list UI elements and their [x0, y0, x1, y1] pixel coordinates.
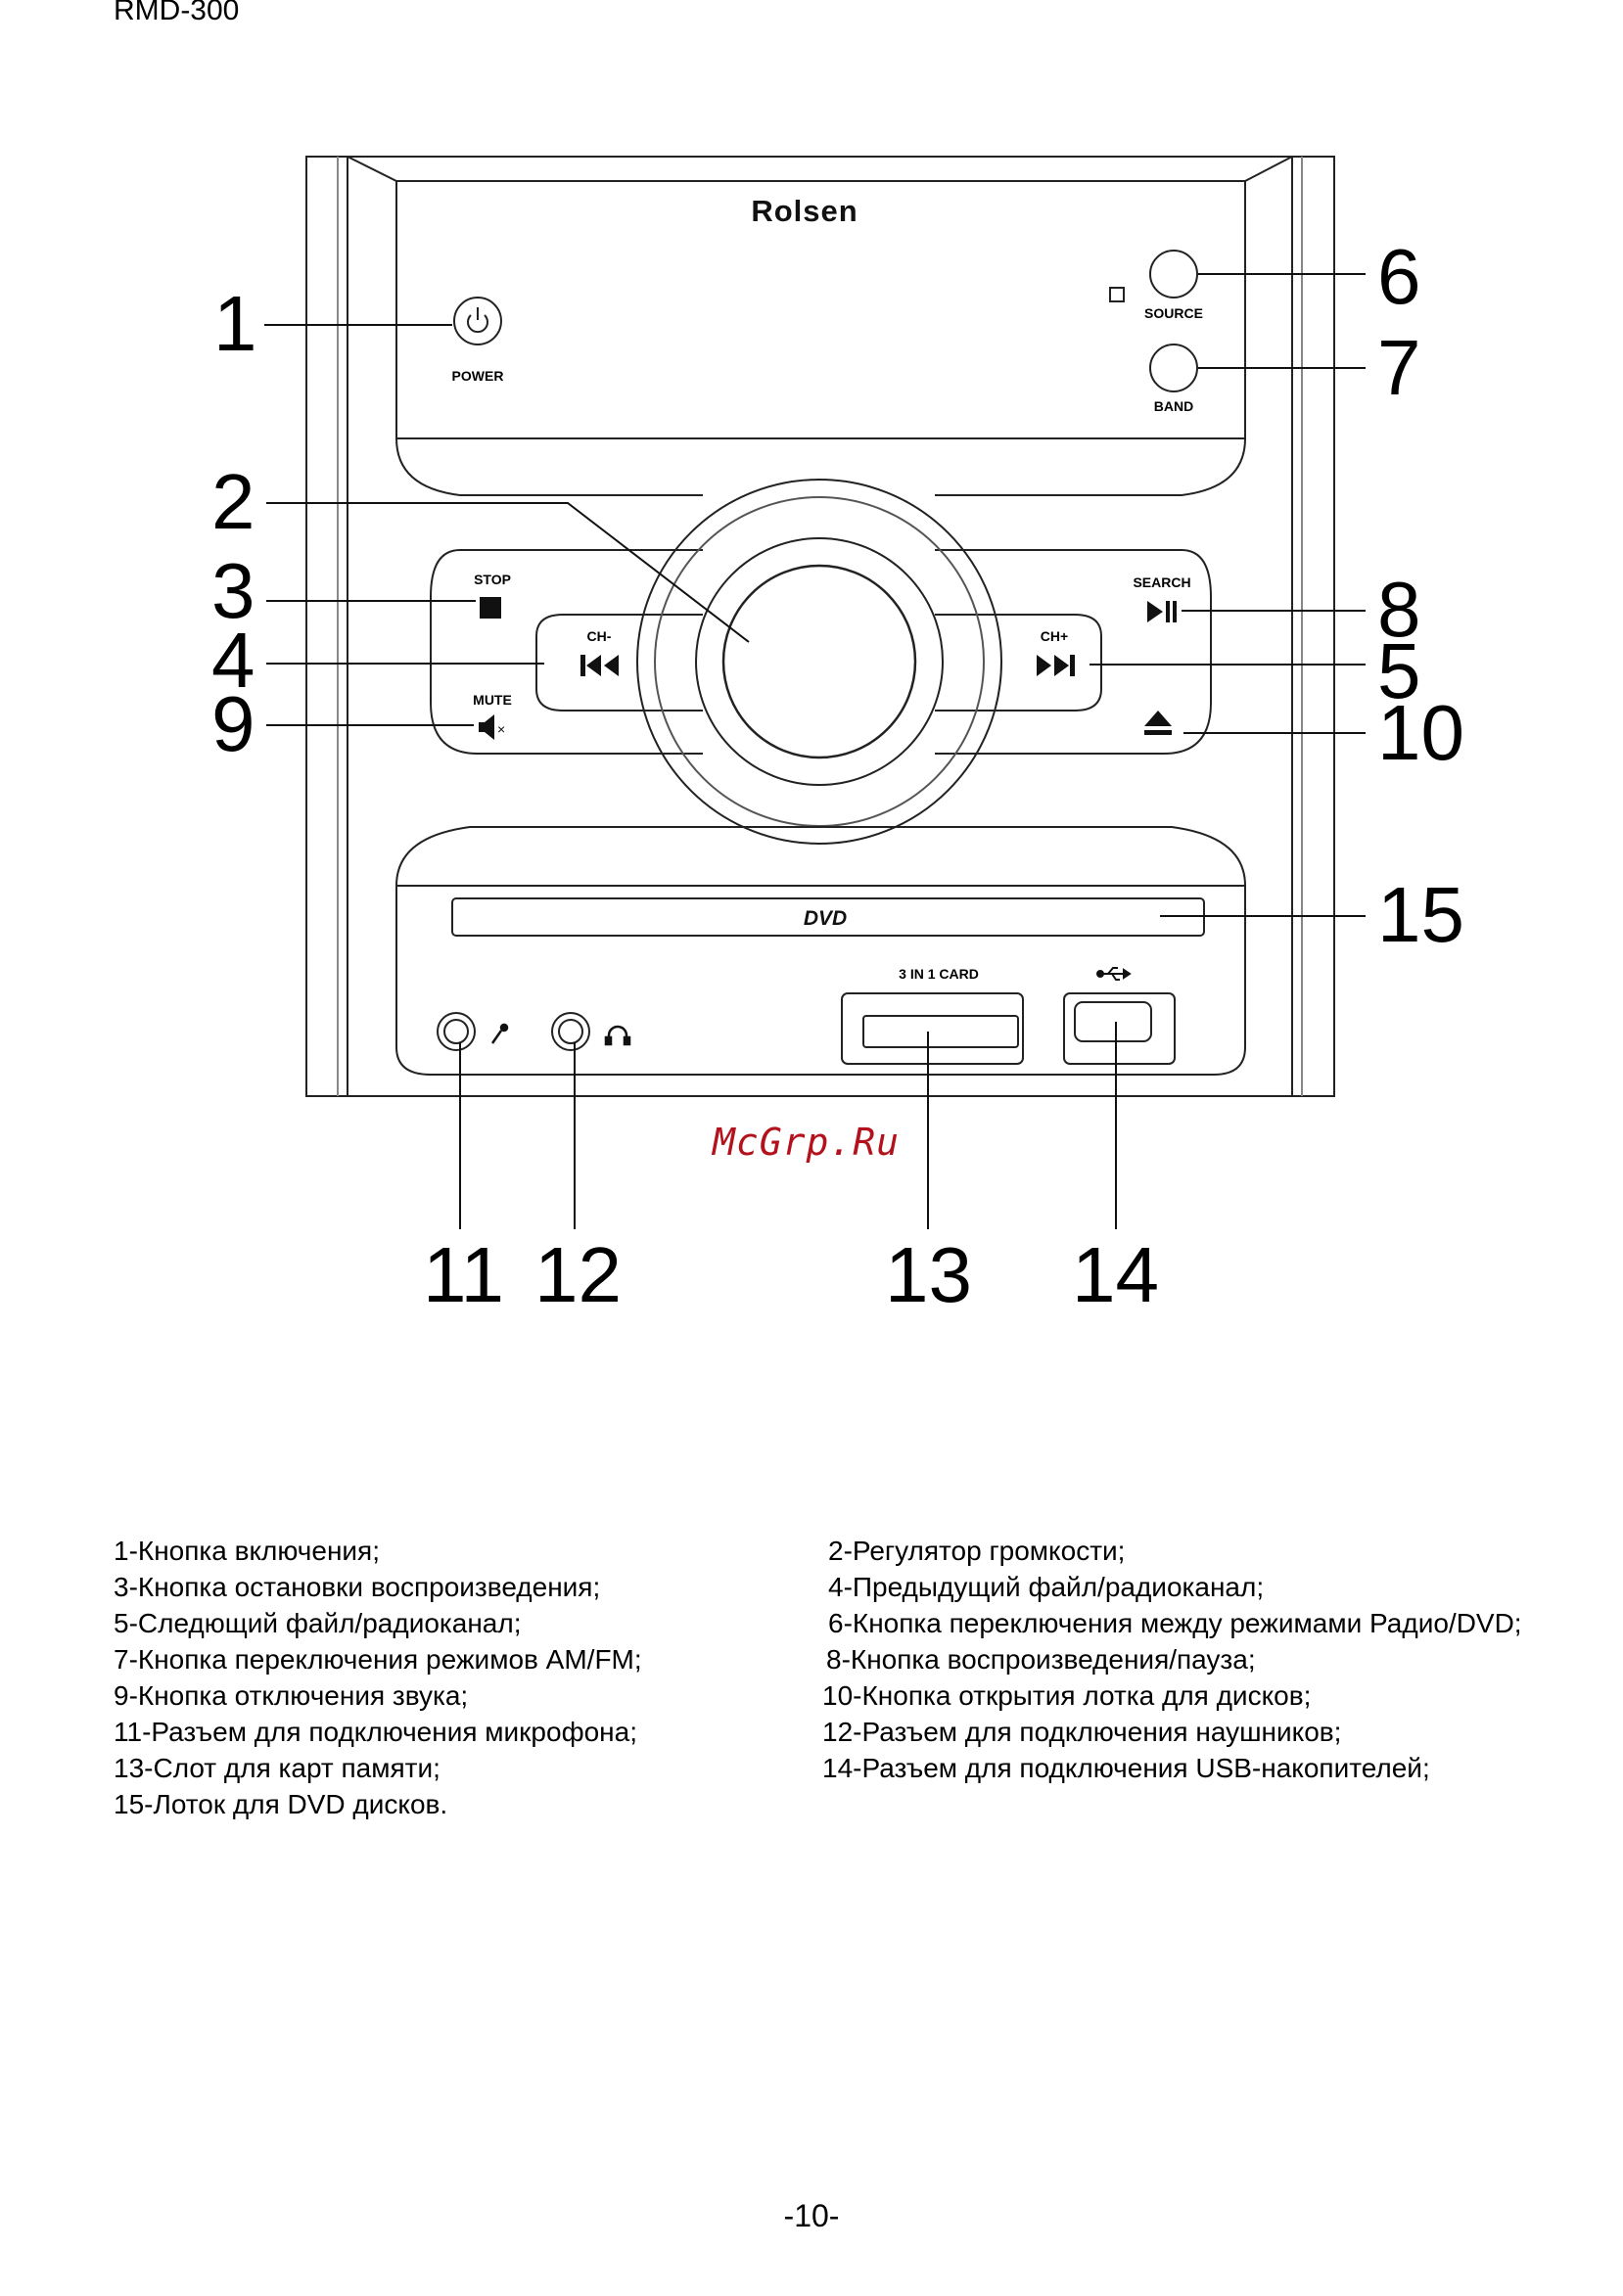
- source-label: SOURCE: [1144, 305, 1203, 321]
- callout-13: 13: [885, 1231, 972, 1318]
- band-button: [1149, 344, 1198, 392]
- legend-item: 5-Следющий файл/радиоканал;: [114, 1608, 522, 1638]
- callout-2: 2: [211, 458, 255, 545]
- volume-knob-ring: [636, 479, 1002, 845]
- dvd-logo: DVD: [804, 907, 847, 930]
- legend-item: 2-Регулятор громкости;: [828, 1536, 1126, 1566]
- ch-minus-label: CH-: [587, 628, 612, 644]
- legend-item: 10-Кнопка открытия лотка для дисков;: [822, 1680, 1312, 1711]
- power-label: POWER: [452, 368, 504, 384]
- callout-11: 11: [423, 1231, 504, 1318]
- lower-panel: [395, 886, 1246, 1076]
- callout-5: 5: [1377, 627, 1421, 714]
- legend-item: 3-Кнопка остановки воспроизведения;: [114, 1572, 601, 1602]
- mute-icon: ×: [479, 714, 505, 740]
- callout-8: 8: [1377, 566, 1421, 653]
- prev-icon: [580, 655, 619, 676]
- display-panel: [395, 181, 1246, 439]
- next-icon: [1037, 655, 1075, 676]
- cabinet-outline: [305, 156, 1335, 1097]
- watermark: McGrp.Ru: [711, 1121, 900, 1164]
- callout-15: 15: [1377, 871, 1464, 958]
- legend-item: 7-Кнопка переключения режимов AM/FM;: [114, 1644, 642, 1675]
- callout-4: 4: [211, 617, 255, 704]
- usb-icon: [1096, 967, 1132, 981]
- usb-housing: [1063, 992, 1176, 1065]
- legend-item: 1-Кнопка включения;: [114, 1536, 380, 1566]
- callout-7: 7: [1377, 324, 1421, 411]
- model-header: RMD-300: [114, 0, 240, 26]
- mic-jack: [437, 1012, 476, 1051]
- callout-10: 10: [1377, 689, 1464, 776]
- power-button: [453, 297, 502, 345]
- right-control-wing: [935, 549, 1212, 755]
- stop-icon: [480, 597, 501, 619]
- card-label: 3 IN 1 CARD: [899, 966, 979, 982]
- legend-item: 12-Разъем для подключения наушников;: [822, 1717, 1342, 1747]
- headphones-icon: [604, 1025, 631, 1046]
- legend-item: 4-Предыдущий файл/радиоканал;: [828, 1572, 1265, 1602]
- callout-1: 1: [213, 280, 257, 367]
- callout-6: 6: [1377, 233, 1421, 320]
- volume-knob: [721, 564, 917, 759]
- microphone-icon: [490, 1023, 509, 1044]
- legend-item: 6-Кнопка переключения между режимами Рад…: [828, 1608, 1522, 1638]
- callout-14: 14: [1072, 1231, 1159, 1318]
- ch-plus-label: CH+: [1041, 628, 1068, 644]
- card-reader-housing: [841, 992, 1024, 1065]
- svg-text:×: ×: [497, 721, 505, 737]
- legend-item: 14-Разъем для подключения USB-накопителе…: [822, 1753, 1430, 1783]
- callout-9: 9: [211, 680, 255, 767]
- card-slot: [862, 1015, 1019, 1048]
- usb-port: [1074, 1001, 1152, 1042]
- legend-item: [822, 1786, 1522, 1822]
- page-number: -10-: [783, 2198, 840, 2233]
- ch-plus-rocker: [935, 614, 1102, 712]
- left-control-wing: [430, 549, 703, 755]
- callout-12: 12: [534, 1231, 622, 1318]
- legend-item: 13-Слот для карт памяти;: [114, 1753, 441, 1783]
- stop-label: STOP: [474, 572, 511, 587]
- headphone-jack: [551, 1012, 590, 1051]
- legend-item: 15-Лоток для DVD дисков.: [114, 1789, 448, 1819]
- legend-right-column: 2-Регулятор громкости; 4-Предыдущий файл…: [822, 1533, 1522, 1822]
- brand-logo: Rolsen: [751, 194, 858, 228]
- eject-icon: [1144, 711, 1172, 735]
- legend-item: 8-Кнопка воспроизведения/пауза;: [826, 1644, 1256, 1675]
- power-icon: [467, 307, 488, 334]
- band-label: BAND: [1154, 398, 1193, 414]
- search-label: SEARCH: [1133, 574, 1190, 590]
- mute-label: MUTE: [473, 692, 512, 708]
- legend-item: 9-Кнопка отключения звука;: [114, 1680, 469, 1711]
- legend-item: 11-Разъем для подключения микрофона;: [114, 1717, 637, 1747]
- source-button: [1149, 250, 1198, 298]
- remote-sensor-icon: [1109, 287, 1125, 302]
- leader-lines: [264, 273, 1366, 1229]
- play-pause-icon: [1147, 601, 1177, 622]
- callout-3: 3: [211, 547, 255, 634]
- legend-left-column: 1-Кнопка включения; 3-Кнопка остановки в…: [114, 1533, 642, 1822]
- ch-minus-rocker: [535, 614, 703, 712]
